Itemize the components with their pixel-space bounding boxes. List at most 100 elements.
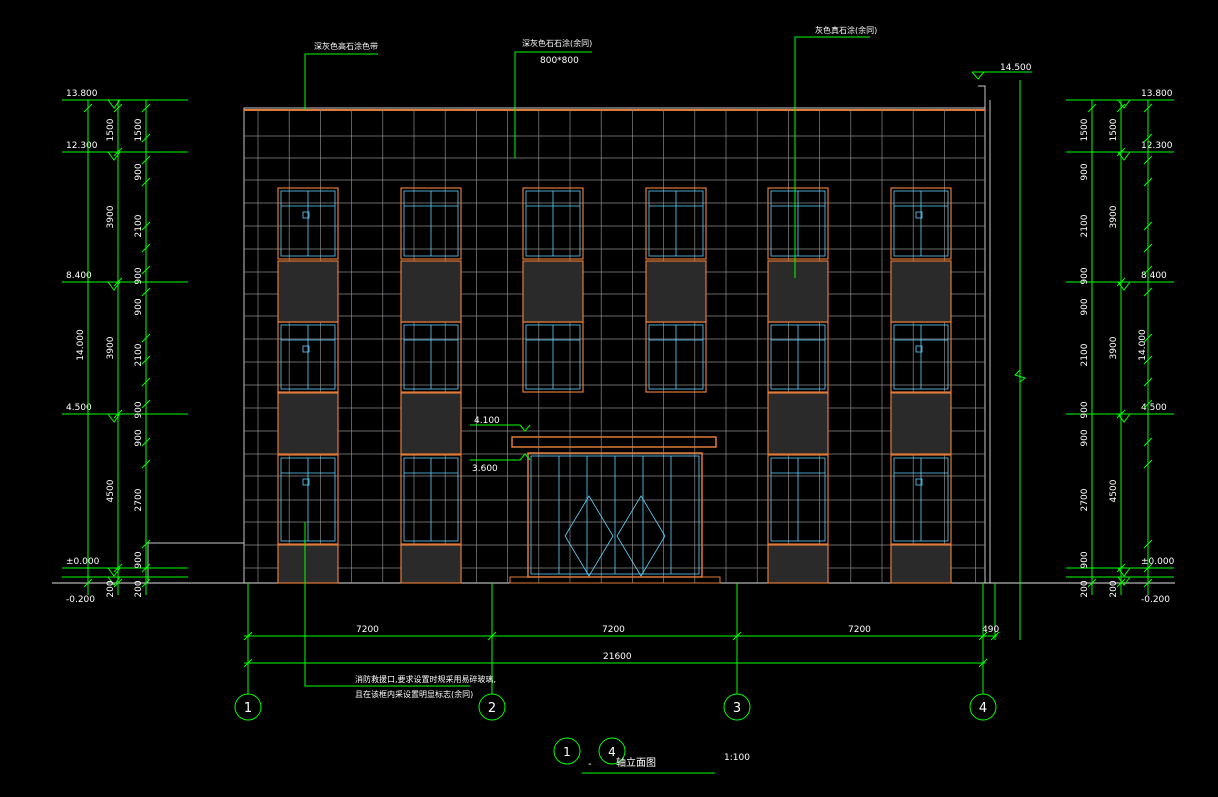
door-diamond-left bbox=[564, 495, 614, 577]
dim-inner-label: 900 bbox=[1080, 267, 1090, 284]
dim-tick bbox=[141, 459, 151, 469]
bottom-dim-span-4: 490 bbox=[982, 625, 999, 635]
axis-label-2: 2 bbox=[488, 701, 496, 716]
stone-grid bbox=[244, 110, 985, 583]
fire-rescue-mark bbox=[915, 478, 923, 486]
window-frame bbox=[890, 454, 952, 545]
level-value: ±0.000 bbox=[66, 557, 100, 567]
entrance bbox=[509, 436, 721, 584]
dim-tick bbox=[141, 177, 151, 187]
dim-tick bbox=[113, 563, 123, 573]
dim-tick bbox=[1087, 578, 1097, 588]
fire-rescue-mark bbox=[302, 345, 310, 353]
dim-inner-label: 900 bbox=[134, 401, 144, 418]
dim-tick bbox=[1143, 177, 1153, 187]
axis-bubble-4 bbox=[969, 693, 997, 721]
fire-rescue-mark bbox=[302, 478, 310, 486]
dim-tick bbox=[1143, 265, 1153, 275]
dim-tick bbox=[1143, 221, 1153, 231]
building-outline bbox=[243, 85, 991, 584]
level-value: ±0.000 bbox=[1141, 557, 1175, 567]
level-marker bbox=[1117, 281, 1131, 291]
callout-stone-size: 800*800 bbox=[540, 56, 579, 66]
canopy-level-marks bbox=[470, 424, 531, 461]
level-value: 4.500 bbox=[1141, 403, 1167, 413]
level-value: 4.500 bbox=[66, 403, 92, 413]
dim-middle-label: 3900 bbox=[106, 205, 116, 228]
axis-label-3: 3 bbox=[733, 701, 741, 716]
dim-middle-label: 1500 bbox=[1109, 118, 1119, 141]
title-axis-from: 1 bbox=[563, 745, 571, 759]
dim-tick bbox=[141, 103, 151, 113]
dim-inner-label: 2100 bbox=[134, 343, 144, 366]
level-marker bbox=[1117, 413, 1131, 423]
dim-middle-label: 3900 bbox=[1109, 205, 1119, 228]
level-top-right: 14.500 bbox=[1000, 63, 1032, 73]
dim-tick bbox=[1116, 563, 1126, 573]
stone-panel bbox=[890, 544, 952, 584]
level-value: 13.800 bbox=[66, 89, 98, 99]
dim-inner-label: 900 bbox=[134, 429, 144, 446]
left-dimension-group: 13.80012.3008.4004.500±0.000-0.20014.000… bbox=[62, 89, 188, 605]
dim-tick bbox=[1143, 459, 1153, 469]
dim-inner-label: 2100 bbox=[134, 214, 144, 237]
dim-tick bbox=[141, 578, 151, 588]
dim-inner-label: 900 bbox=[134, 298, 144, 315]
dim-middle-label: 3900 bbox=[106, 336, 116, 359]
dim-inner-label: 900 bbox=[1080, 298, 1090, 315]
right-dimension-group: 13.80012.3008.4004.500±0.000-0.20014.000… bbox=[1066, 89, 1175, 605]
dim-tick bbox=[1143, 243, 1153, 253]
window-frame bbox=[277, 187, 339, 260]
dim-middle-label: 1500 bbox=[106, 118, 116, 141]
title-axis-to-bubble bbox=[598, 737, 626, 765]
window-columns bbox=[277, 187, 952, 584]
side-step bbox=[147, 542, 244, 583]
fire-rescue-mark bbox=[302, 211, 310, 219]
stone-panel bbox=[767, 544, 829, 584]
window-frame bbox=[890, 187, 952, 260]
title-scale: 1:100 bbox=[724, 753, 750, 763]
drawing-title: 1 4 - 轴立面图 1:100 bbox=[553, 737, 750, 774]
window-frame bbox=[522, 187, 584, 260]
level-value: 12.300 bbox=[1141, 141, 1173, 151]
stone-panel bbox=[400, 544, 462, 584]
bottom-dim-span-1: 7200 bbox=[356, 625, 379, 635]
dim-tick bbox=[1143, 155, 1153, 165]
stone-panel bbox=[645, 260, 707, 323]
dim-inner-label: 1500 bbox=[1080, 118, 1090, 141]
dim-tick bbox=[1143, 578, 1153, 588]
window-frame bbox=[890, 321, 952, 393]
dim-tick bbox=[113, 409, 123, 419]
leader-lines bbox=[304, 36, 870, 687]
window-frame bbox=[767, 454, 829, 545]
dim-tick bbox=[1143, 333, 1153, 343]
dim-tick bbox=[1143, 355, 1153, 365]
canopy bbox=[511, 436, 717, 448]
dim-inner-label: 900 bbox=[134, 163, 144, 180]
axis-bubble-3 bbox=[723, 693, 751, 721]
dim-tick bbox=[990, 631, 1000, 641]
dim-tick bbox=[113, 578, 123, 588]
window-frame bbox=[645, 321, 707, 393]
window-frame bbox=[522, 321, 584, 393]
stone-panel bbox=[767, 260, 829, 323]
axis-bubbles bbox=[234, 583, 997, 721]
dim-tick bbox=[83, 103, 93, 113]
dim-tick bbox=[1143, 103, 1153, 113]
dim-tick bbox=[1143, 539, 1153, 549]
dim-tick bbox=[141, 287, 151, 297]
callout-fire-window-2: 且在该框内采设置明显标志(余同) bbox=[355, 689, 473, 699]
title-dash: - bbox=[588, 759, 592, 770]
dim-inner-label: 2100 bbox=[1080, 343, 1090, 366]
fire-rescue-mark bbox=[915, 345, 923, 353]
dim-tick bbox=[141, 155, 151, 165]
window-frame bbox=[767, 187, 829, 260]
dim-inner-label: 200 bbox=[1080, 580, 1090, 597]
dim-inner-label: 900 bbox=[134, 551, 144, 568]
entrance-step bbox=[509, 576, 721, 584]
dim-tick bbox=[141, 377, 151, 387]
dim-inner-label: 900 bbox=[1080, 401, 1090, 418]
dim-middle-label: 200 bbox=[1109, 580, 1119, 597]
callout-parapet-band: 深灰色高石涂色带 bbox=[314, 41, 378, 51]
